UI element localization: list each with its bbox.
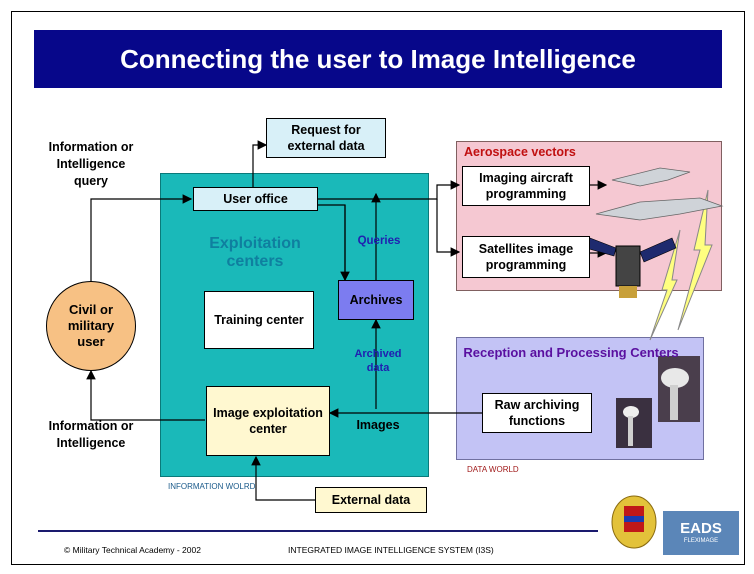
footer-system-name: INTEGRATED IMAGE INTELLIGENCE SYSTEM (I3… [288, 545, 494, 555]
imaging-aircraft-box: Imaging aircraft programming [462, 166, 590, 206]
archived-data-label: Archived data [354, 348, 402, 374]
satellites-programming-box: Satellites image programming [462, 236, 590, 278]
aerospace-vectors-label: Aerospace vectors [464, 145, 576, 159]
exploitation-label: Exploitation centers [209, 235, 301, 270]
footer-divider [38, 530, 598, 532]
user-office-box: User office [193, 187, 318, 211]
raw-archiving-box: Raw archiving functions [482, 393, 592, 433]
image-exploitation-box: Image exploitation center [206, 386, 330, 456]
eads-logo-text: EADS [680, 520, 722, 537]
request-external-data-box: Request for external data [266, 118, 386, 158]
training-center-box: Training center [204, 291, 314, 349]
eads-logo-subtext: FLEXIMAGE [683, 538, 719, 544]
archives-box: Archives [338, 280, 414, 320]
info-out-label: Information or Intelligence [48, 419, 134, 450]
queries-label: Queries [357, 235, 401, 247]
reception-label: Reception and Processing Centers [463, 345, 679, 360]
data-world-label: DATA WORLD [467, 465, 519, 474]
query-label: Information or Intelligence query [48, 140, 134, 188]
eads-logo: EADS FLEXIMAGE [663, 511, 739, 555]
civil-military-user-node: Civil or military user [46, 281, 136, 371]
images-label: Images [356, 418, 400, 432]
information-world-label: INFORMATION WOLRD [168, 482, 256, 491]
slide-title: Connecting the user to Image Intelligenc… [34, 30, 722, 88]
footer-copyright: © Military Technical Academy - 2002 [64, 545, 201, 555]
external-data-box: External data [315, 487, 427, 513]
